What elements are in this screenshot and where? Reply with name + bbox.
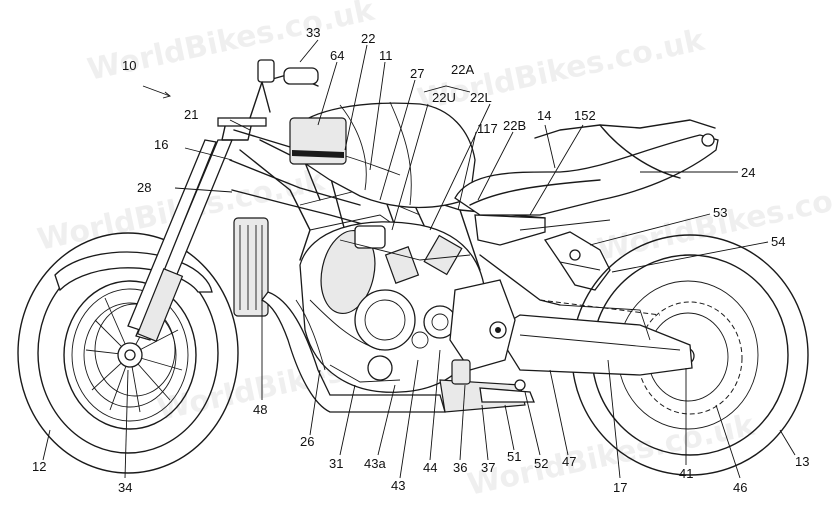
label-12: 12 <box>32 459 46 474</box>
swingarm <box>494 299 693 376</box>
label-16: 16 <box>154 137 168 152</box>
label-53: 53 <box>713 205 727 220</box>
label-152: 152 <box>574 108 596 123</box>
label-31: 31 <box>329 456 343 471</box>
label-22U: 22U <box>432 90 456 105</box>
label-33: 33 <box>306 25 320 40</box>
label-17: 17 <box>613 480 627 495</box>
handlebar <box>249 59 319 119</box>
label-26: 26 <box>300 434 314 449</box>
label-22B: 22B <box>503 118 526 133</box>
label-27: 27 <box>410 66 424 81</box>
label-21: 21 <box>184 107 198 122</box>
label-37: 37 <box>481 460 495 475</box>
label-44: 44 <box>423 460 437 475</box>
label-46: 46 <box>733 480 747 495</box>
label-41: 41 <box>679 466 693 481</box>
label-14: 14 <box>537 108 551 123</box>
label-43: 43 <box>391 478 405 493</box>
label-48: 48 <box>253 402 267 417</box>
label-34: 34 <box>118 480 132 495</box>
radiator <box>233 217 269 317</box>
leader-lines <box>42 39 796 479</box>
label-54: 54 <box>771 234 785 249</box>
seat-tail <box>454 119 719 246</box>
label-43a: 43a <box>364 456 386 471</box>
label-47: 47 <box>562 454 576 469</box>
label-22: 22 <box>361 31 375 46</box>
label-52: 52 <box>534 456 548 471</box>
exhaust <box>261 291 535 413</box>
label-117: 117 <box>477 121 498 136</box>
label-24: 24 <box>741 165 755 180</box>
watermark: WorldBikes.co.uk <box>84 0 378 88</box>
rear-bracket <box>543 231 611 291</box>
label-11: 11 <box>379 48 393 63</box>
reference-labels: 10 33 64 22 11 27 22A 22U 22L 21 16 28 1… <box>32 25 809 495</box>
label-51: 51 <box>507 449 521 464</box>
label-22L: 22L <box>470 90 492 105</box>
label-64: 64 <box>330 48 344 63</box>
label-28: 28 <box>137 180 151 195</box>
fuel-tank <box>289 101 476 209</box>
label-22A: 22A <box>451 62 474 77</box>
label-10: 10 <box>122 58 136 73</box>
front-wheel <box>17 232 239 474</box>
label-13: 13 <box>795 454 809 469</box>
pivot-area <box>449 254 561 391</box>
label-36: 36 <box>453 460 467 475</box>
